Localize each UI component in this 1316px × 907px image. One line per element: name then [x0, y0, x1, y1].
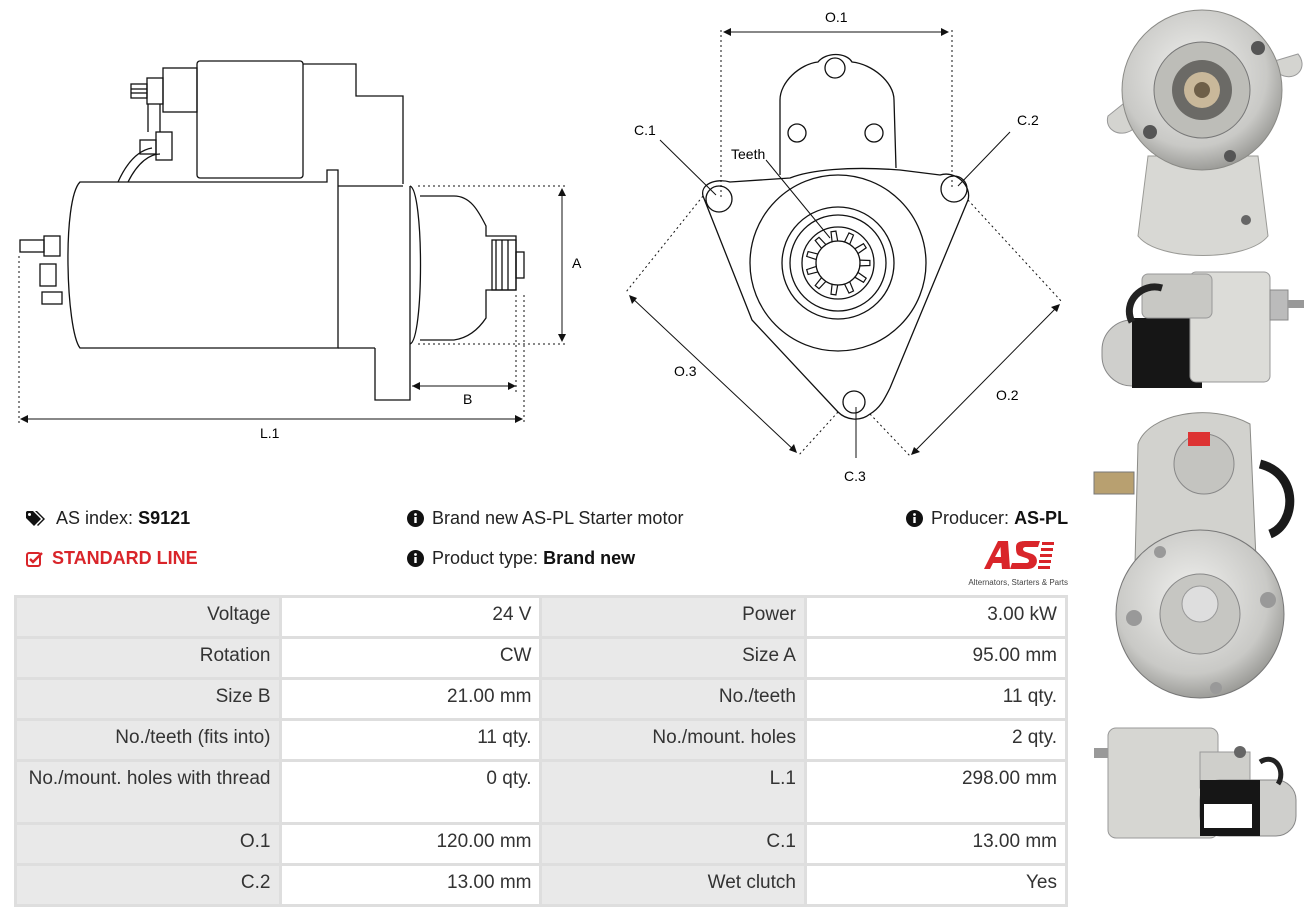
- spec-value: 120.00 mm: [281, 825, 540, 863]
- producer-value: AS-PL: [1014, 508, 1069, 528]
- gear-tooth: [854, 271, 868, 284]
- dim-o3-label: O.3: [674, 363, 697, 379]
- dim-b-label: B: [463, 391, 472, 407]
- spec-key: C.1: [542, 825, 804, 863]
- spec-value: 13.00 mm: [281, 866, 540, 904]
- spec-value: 21.00 mm: [281, 680, 540, 718]
- info-circle-icon: [407, 550, 424, 567]
- gear-tooth: [805, 250, 819, 261]
- product-type: Product type: Brand new: [407, 548, 635, 569]
- gear-tooth: [854, 242, 868, 255]
- description-text: Brand new AS-PL Starter motor: [432, 508, 684, 528]
- dim-l1-label: L.1: [260, 425, 280, 441]
- gear-tooth: [843, 232, 855, 245]
- tags-icon: [26, 510, 48, 527]
- info-circle-icon: [906, 510, 923, 527]
- gear-tooth: [859, 259, 871, 267]
- spec-key: O.1: [17, 825, 279, 863]
- spec-value: 11 qty.: [806, 680, 1065, 718]
- spec-value: 11 qty.: [281, 721, 540, 759]
- gear-tooth: [814, 277, 827, 290]
- product-type-label: Product type:: [432, 548, 539, 568]
- dim-c2-label: C.2: [1017, 112, 1039, 128]
- spec-value: 3.00 kW: [806, 598, 1065, 636]
- spec-key: Power: [542, 598, 804, 636]
- standard-line-label: STANDARD LINE: [52, 548, 198, 568]
- as-index: AS index: S9121: [26, 508, 190, 529]
- spec-key: Voltage: [17, 598, 279, 636]
- teeth-label: Teeth: [731, 146, 765, 162]
- gear-tooth: [805, 265, 819, 276]
- spec-value: 2 qty.: [806, 721, 1065, 759]
- product-type-value: Brand new: [543, 548, 636, 568]
- as-index-value: S9121: [138, 508, 191, 528]
- table-row: No./teeth (fits into)11 qty.No./mount. h…: [17, 721, 1065, 759]
- spec-key: No./teeth: [542, 680, 804, 718]
- gear-tooth: [830, 284, 839, 296]
- spec-value: CW: [281, 639, 540, 677]
- spec-key: Size A: [542, 639, 804, 677]
- spec-key: No./mount. holes: [542, 721, 804, 759]
- check-square-icon: [26, 551, 44, 567]
- product-photo-top[interactable]: [1090, 712, 1310, 844]
- side-view-drawing: A B L.1: [18, 60, 582, 441]
- spec-value: 24 V: [281, 598, 540, 636]
- dim-c3-label: C.3: [844, 468, 866, 484]
- standard-line: STANDARD LINE: [26, 548, 198, 569]
- dim-o1-label: O.1: [825, 9, 848, 25]
- description: Brand new AS-PL Starter motor: [407, 508, 683, 529]
- spec-value: 95.00 mm: [806, 639, 1065, 677]
- dim-o2-label: O.2: [996, 387, 1019, 403]
- gear-tooth: [814, 236, 827, 249]
- info-circle-icon: [407, 510, 424, 527]
- spec-value: 0 qty.: [281, 762, 540, 822]
- as-pl-logo: Alternators, Starters & Parts: [964, 539, 1068, 587]
- spec-key: Rotation: [17, 639, 279, 677]
- spec-value: 13.00 mm: [806, 825, 1065, 863]
- product-photo-front[interactable]: [1098, 6, 1310, 262]
- spec-key: C.2: [17, 866, 279, 904]
- gear-tooth: [843, 281, 855, 294]
- product-photo-side[interactable]: [1092, 262, 1308, 394]
- logo-tagline: Alternators, Starters & Parts: [968, 578, 1068, 587]
- spec-key: No./teeth (fits into): [17, 721, 279, 759]
- as-index-label: AS index:: [56, 508, 134, 528]
- dim-a-label: A: [572, 255, 582, 271]
- spec-key: Wet clutch: [542, 866, 804, 904]
- product-photo-rear[interactable]: [1090, 404, 1312, 700]
- front-view-drawing: O.1 C.1 C.2 Teeth O.3 O.2 C.3: [625, 9, 1063, 484]
- spec-key: No./mount. holes with thread: [17, 762, 279, 822]
- spec-value: 298.00 mm: [806, 762, 1065, 822]
- gear-tooth: [830, 230, 839, 242]
- producer: Producer: AS-PL: [906, 508, 1068, 529]
- dim-c1-label: C.1: [634, 122, 656, 138]
- spec-key: L.1: [542, 762, 804, 822]
- as-logo-icon: [984, 541, 1054, 569]
- spec-value: Yes: [806, 866, 1065, 904]
- spec-key: Size B: [17, 680, 279, 718]
- producer-label: Producer:: [931, 508, 1010, 528]
